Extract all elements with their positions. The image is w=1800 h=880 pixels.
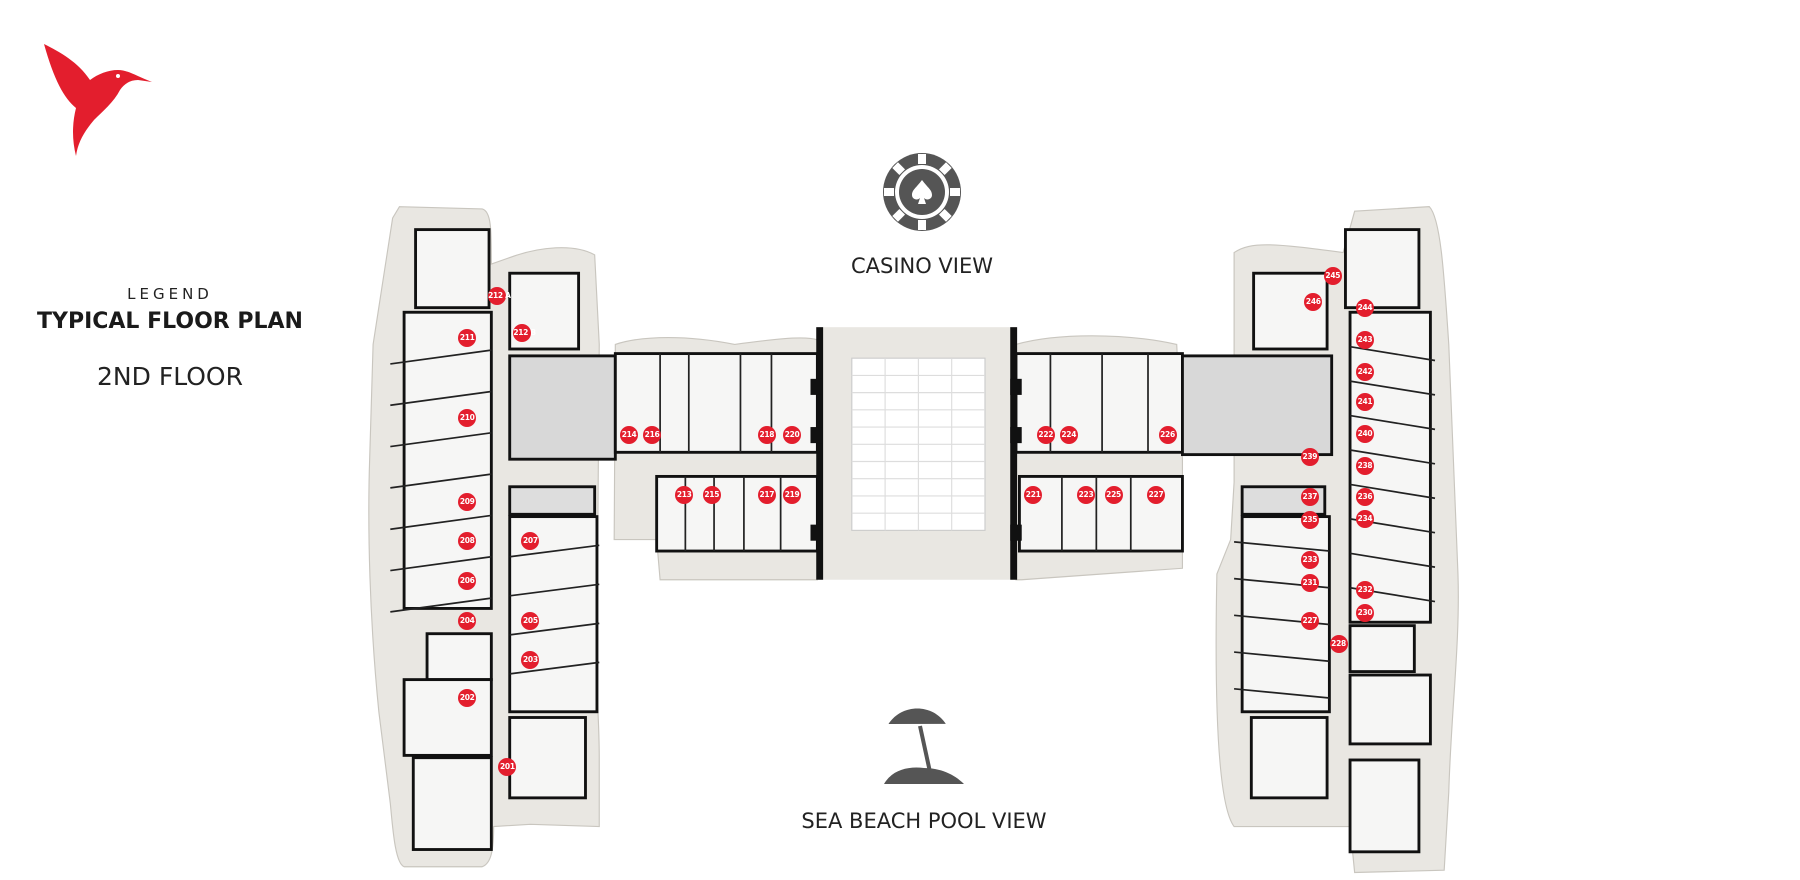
right-outer-rooms-lower — [1348, 673, 1432, 746]
room-number-badge[interactable]: 241 — [1355, 392, 1374, 411]
room-number-badge[interactable]: 221 — [1024, 485, 1043, 504]
suite-201-left — [411, 756, 493, 851]
plan-title: TYPICAL FLOOR PLAN — [37, 309, 303, 334]
suite-201 — [508, 716, 587, 800]
room-number-badge[interactable]: 246 — [1304, 292, 1323, 311]
room-number-badge[interactable]: 237 — [1300, 488, 1319, 507]
room-number-badge[interactable]: 217 — [757, 485, 776, 504]
room-number-badge[interactable]: 215 — [702, 485, 721, 504]
room-number-badge[interactable]: 206 — [458, 571, 477, 590]
room-number-badge[interactable]: 201 — [498, 757, 517, 776]
suite-212a — [414, 228, 491, 310]
room-number-badge[interactable]: 218 — [757, 426, 776, 445]
room-number-badge[interactable]: 205 — [521, 612, 540, 631]
room-number-badge[interactable]: 214 — [620, 426, 639, 445]
room-number-badge[interactable]: 208 — [458, 531, 477, 550]
room-number-badge[interactable]: 211 — [458, 328, 477, 347]
room-number-badge[interactable]: 213 — [675, 485, 694, 504]
left-outer-rooms-lower — [402, 678, 493, 757]
sea-beach-pool-view-label: SEA BEACH POOL VIEW — [801, 809, 1047, 833]
left-stair — [425, 632, 493, 682]
hummingbird-logo — [40, 40, 155, 164]
beach-umbrella-icon — [884, 700, 964, 790]
room-number-badge[interactable]: 216 — [643, 426, 662, 445]
room-number-badge[interactable]: 207 — [521, 531, 540, 550]
room-number-badge[interactable]: 230 — [1355, 604, 1374, 623]
suite-245 — [1344, 228, 1421, 310]
suite-228 — [1348, 758, 1421, 854]
room-number-badge[interactable]: 225 — [1104, 485, 1123, 504]
room-number-badge[interactable]: 210 — [458, 408, 477, 427]
room-number-badge[interactable]: 231 — [1300, 574, 1319, 593]
room-number-badge[interactable]: 212 A — [488, 287, 511, 306]
room-number-badge[interactable]: 220 — [783, 426, 802, 445]
room-number-badge[interactable]: 203 — [521, 651, 540, 670]
room-number-badge[interactable]: 227 — [1147, 485, 1166, 504]
room-number-badge[interactable]: 212 B — [513, 323, 536, 342]
room-number-badge[interactable]: 224 — [1059, 426, 1078, 445]
room-number-badge[interactable]: 238 — [1355, 457, 1374, 476]
right-stair — [1348, 624, 1416, 674]
casino-view-label: CASINO VIEW — [850, 254, 994, 278]
suite-227-right — [1249, 716, 1329, 800]
room-number-badge[interactable]: 227 — [1300, 612, 1319, 631]
room-number-badge[interactable]: 232 — [1355, 581, 1374, 600]
legend-label: LEGEND — [127, 285, 213, 303]
room-number-badge[interactable]: 239 — [1300, 447, 1319, 466]
room-number-badge[interactable]: 236 — [1355, 488, 1374, 507]
floor-label: 2ND FLOOR — [97, 362, 243, 391]
room-number-badge[interactable]: 243 — [1355, 330, 1374, 349]
left-lifts — [508, 485, 597, 516]
room-number-badge[interactable]: 244 — [1355, 298, 1374, 317]
room-number-badge[interactable]: 226 — [1158, 426, 1177, 445]
right-core — [1181, 354, 1334, 457]
room-number-badge[interactable]: 202 — [458, 688, 477, 707]
left-core — [508, 354, 617, 461]
room-number-badge[interactable]: 219 — [783, 485, 802, 504]
casino-chip-icon — [882, 152, 962, 236]
room-number-badge[interactable]: 245 — [1323, 266, 1342, 285]
room-number-badge[interactable]: 223 — [1077, 485, 1095, 504]
room-number-badge[interactable]: 235 — [1300, 511, 1319, 530]
room-number-badge[interactable]: 240 — [1355, 424, 1374, 443]
room-number-badge[interactable]: 234 — [1355, 509, 1374, 528]
room-number-badge[interactable]: 222 — [1036, 426, 1055, 445]
room-number-badge[interactable]: 242 — [1355, 362, 1374, 381]
room-number-badge[interactable]: 233 — [1300, 551, 1319, 570]
room-number-badge[interactable]: 228 — [1329, 635, 1348, 654]
room-number-badge[interactable]: 204 — [458, 612, 477, 631]
suite-246 — [1252, 271, 1329, 351]
room-number-badge[interactable]: 209 — [458, 492, 477, 511]
